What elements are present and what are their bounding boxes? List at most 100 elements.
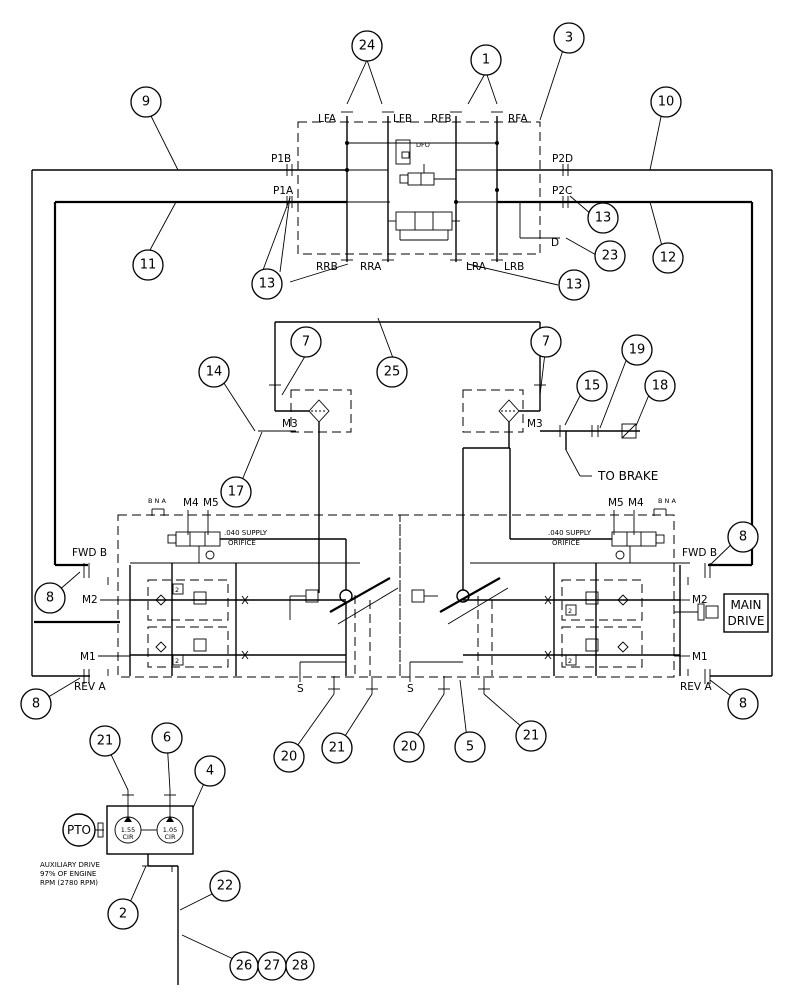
svg-text:8: 8 (739, 530, 747, 545)
svg-text:8: 8 (739, 697, 747, 712)
port-lfb: LFB (393, 113, 412, 125)
svg-text:15: 15 (584, 379, 601, 394)
callout-4: 4 (194, 755, 226, 787)
port-s-left: S (297, 683, 304, 695)
callout-20-right: 20 (393, 731, 425, 763)
box2-right-b: 2 (568, 657, 572, 665)
port-rra: RRA (360, 261, 382, 273)
svg-text:21: 21 (329, 741, 346, 756)
fwd-b-right: FWD B (682, 547, 717, 559)
svg-text:10: 10 (658, 95, 675, 110)
port-m5-left: M5 (203, 497, 219, 509)
port-p2c: P2C (552, 185, 572, 197)
bna-left: B N A (148, 497, 166, 505)
pto-label: PTO (67, 823, 91, 837)
rev-a-right: REV A (680, 681, 712, 693)
port-rrb: RRB (316, 261, 338, 273)
callout-13-bottom-right: 13 (558, 269, 590, 301)
svg-text:18: 18 (652, 379, 669, 394)
port-lrb: LRB (504, 261, 524, 273)
port-m2-left: M2 (82, 594, 98, 606)
callout-2: 2 (107, 898, 139, 930)
rev-a-left: REV A (74, 681, 106, 693)
control-valve-block: DFO (297, 116, 560, 262)
callout-28: 28 (285, 951, 315, 981)
callout-15: 15 (576, 370, 608, 402)
aux-note-1: AUXILIARY DRIVE (40, 861, 100, 869)
callout-1: 1 (470, 44, 502, 76)
svg-text:19: 19 (629, 343, 646, 358)
port-m5-right: M5 (608, 497, 624, 509)
callout-23: 23 (594, 240, 626, 272)
svg-text:7: 7 (542, 335, 550, 350)
box2-left-b: 2 (175, 657, 179, 665)
svg-text:20: 20 (281, 750, 298, 765)
svg-text:20: 20 (401, 740, 418, 755)
svg-text:13: 13 (566, 278, 583, 293)
callout-27: 27 (257, 951, 287, 981)
svg-text:13: 13 (595, 211, 612, 226)
svg-text:1: 1 (482, 53, 490, 68)
port-p1b: P1B (271, 153, 291, 165)
callout-8-rear-left: 8 (20, 688, 52, 720)
svg-text:12: 12 (660, 251, 677, 266)
bna-right: B N A (658, 497, 676, 505)
svg-text:13: 13 (259, 277, 276, 292)
dfo-label: DFO (416, 141, 430, 149)
svg-text:28: 28 (292, 959, 309, 974)
svg-text:7: 7 (302, 335, 310, 350)
supply-left-1: .040 SUPPLY (224, 529, 268, 537)
port-m4-right: M4 (628, 497, 644, 509)
svg-text:9: 9 (142, 95, 150, 110)
box2-right-a: 2 (568, 607, 572, 615)
svg-text:24: 24 (359, 39, 376, 54)
main-drive-line2: DRIVE (728, 614, 765, 628)
svg-text:6: 6 (163, 731, 171, 746)
svg-text:25: 25 (384, 365, 401, 380)
callout-13-top-right: 13 (587, 202, 619, 234)
pump-a-unit: CIR (123, 833, 134, 841)
pump-b-disp: 1.05 (163, 826, 177, 834)
svg-text:26: 26 (236, 959, 253, 974)
callout-7-right: 7 (530, 326, 562, 358)
port-m3-left: M3 (282, 418, 298, 430)
callout-3: 3 (553, 22, 585, 54)
svg-text:4: 4 (206, 764, 214, 779)
port-rfb: RFB (431, 113, 452, 125)
svg-text:2: 2 (119, 907, 127, 922)
callout-22: 22 (209, 870, 241, 902)
port-m4-left: M4 (183, 497, 199, 509)
svg-text:21: 21 (523, 729, 540, 744)
port-p1a: P1A (273, 185, 294, 197)
port-lfa: LFA (318, 113, 337, 125)
callout-11: 11 (132, 249, 164, 281)
port-d: D (551, 237, 559, 249)
port-m1-right: M1 (692, 651, 708, 663)
callout-9: 9 (130, 86, 162, 118)
callout-6: 6 (151, 722, 183, 754)
svg-text:22: 22 (217, 879, 234, 894)
callout-21-left: 21 (321, 732, 353, 764)
filters: M3 M3 (258, 321, 640, 593)
callout-25: 25 (376, 356, 408, 388)
callout-12: 12 (652, 242, 684, 274)
fwd-b-left: FWD B (72, 547, 107, 559)
svg-text:11: 11 (140, 258, 157, 273)
svg-text:14: 14 (206, 365, 223, 380)
svg-text:5: 5 (466, 740, 474, 755)
supply-right-1: .040 SUPPLY (548, 529, 592, 537)
callout-24: 24 (351, 30, 383, 62)
callout-21-pump: 21 (89, 725, 121, 757)
svg-text:23: 23 (602, 249, 619, 264)
right-drive-pump: M5 M4 B N A .040 SUPPLY ORIFICE 2 2 (399, 447, 769, 695)
svg-text:27: 27 (264, 959, 281, 974)
main-drive-line1: MAIN (730, 598, 761, 612)
callout-5: 5 (454, 731, 486, 763)
callout-19: 19 (621, 334, 653, 366)
auxiliary-pump: PTO 1.55 CIR 1.05 CIR AUXILIARY DRIVE 97… (40, 790, 194, 985)
loop-lines (31, 164, 773, 677)
port-p2d: P2D (552, 153, 573, 165)
svg-text:21: 21 (97, 734, 114, 749)
svg-text:8: 8 (32, 697, 40, 712)
